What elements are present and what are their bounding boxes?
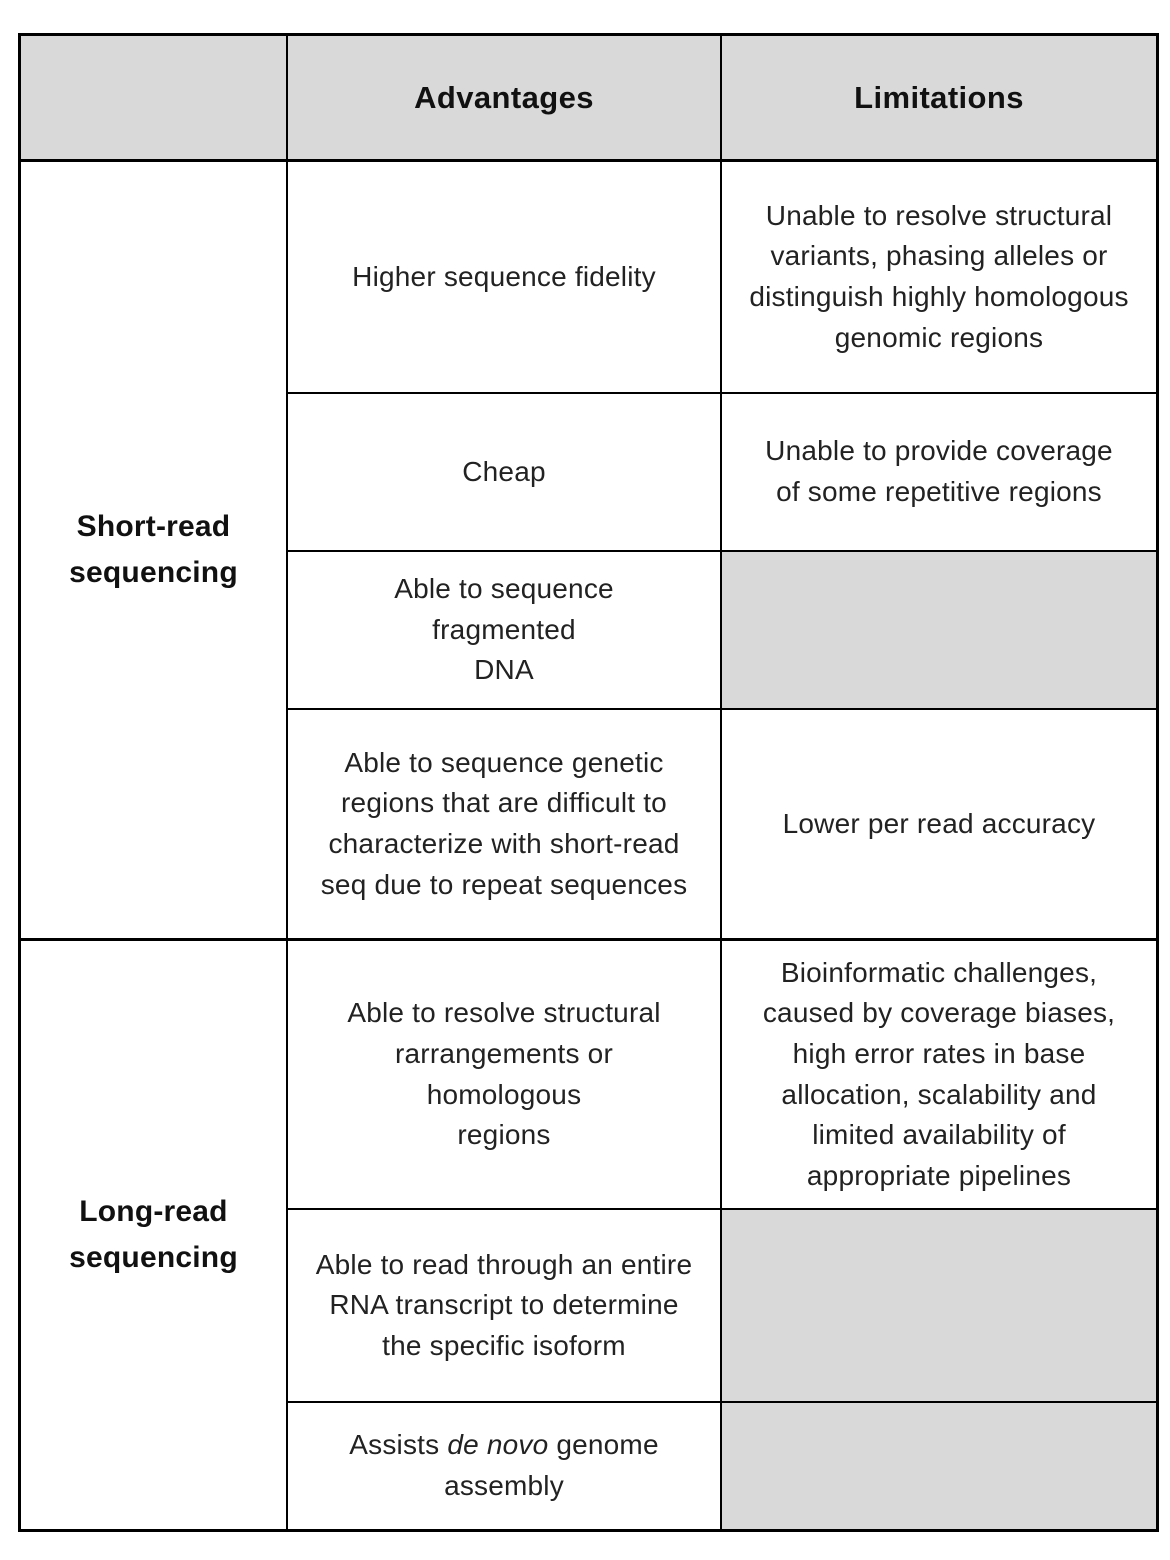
- limitation-text: Lower per read accuracy: [782, 807, 1096, 839]
- limitation-cell: Unable to provide coverage of some repet…: [722, 394, 1156, 552]
- advantage-cell: Able to sequence genetic regions that ar…: [288, 710, 722, 941]
- header-cell-limitations: Limitations: [722, 36, 1156, 162]
- header-limitations-label: Limitations: [854, 79, 1024, 115]
- advantage-text: Able to sequence fragmented DNA: [394, 573, 614, 686]
- advantage-cell: Cheap: [288, 394, 722, 552]
- limitation-text: Unable to resolve structural variants, p…: [749, 199, 1129, 353]
- advantage-text-suffix: genome assembly: [444, 1429, 659, 1501]
- limitation-text: Unable to provide coverage of some repet…: [765, 435, 1113, 507]
- limitation-cell: Bioinformatic challenges, caused by cove…: [722, 941, 1156, 1210]
- advantage-text: Higher sequence fidelity: [352, 260, 656, 292]
- advantage-cell: Able to resolve structural rarrangements…: [288, 941, 722, 1210]
- sequencing-comparison-table: Advantages Limitations Short-read sequen…: [18, 33, 1159, 1532]
- header-cell-advantages: Advantages: [288, 36, 722, 162]
- group-label-long-read: Long-read sequencing: [69, 1194, 238, 1275]
- limitation-cell: Lower per read accuracy: [722, 710, 1156, 941]
- advantage-text: Assists de novo genome assembly: [302, 1415, 706, 1516]
- advantage-text: Able to resolve structural rarrangements…: [347, 997, 661, 1151]
- group-label-cell-long-read: Long-read sequencing: [21, 941, 288, 1529]
- advantage-text: Able to read through an entire RNA trans…: [315, 1248, 693, 1361]
- advantage-text-prefix: Assists: [349, 1429, 448, 1461]
- advantage-cell: Higher sequence fidelity: [288, 162, 722, 394]
- header-advantages-label: Advantages: [414, 79, 594, 115]
- group-label-short-read: Short-read sequencing: [69, 509, 238, 590]
- header-cell-empty: [21, 36, 288, 162]
- limitation-cell-empty: [722, 1403, 1156, 1529]
- limitation-cell-empty: [722, 1210, 1156, 1403]
- advantage-cell: Able to sequence fragmented DNA: [288, 552, 722, 710]
- group-label-cell-short-read: Short-read sequencing: [21, 162, 288, 941]
- limitation-cell: Unable to resolve structural variants, p…: [722, 162, 1156, 394]
- advantage-text-italic: de novo: [447, 1429, 549, 1461]
- advantage-cell: Assists de novo genome assembly: [288, 1403, 722, 1529]
- advantage-cell: Able to read through an entire RNA trans…: [288, 1210, 722, 1403]
- limitation-cell-empty: [722, 552, 1156, 710]
- advantage-text: Cheap: [462, 455, 546, 487]
- advantage-text: Able to sequence genetic regions that ar…: [320, 746, 688, 900]
- limitation-text: Bioinformatic challenges, caused by cove…: [762, 956, 1116, 1191]
